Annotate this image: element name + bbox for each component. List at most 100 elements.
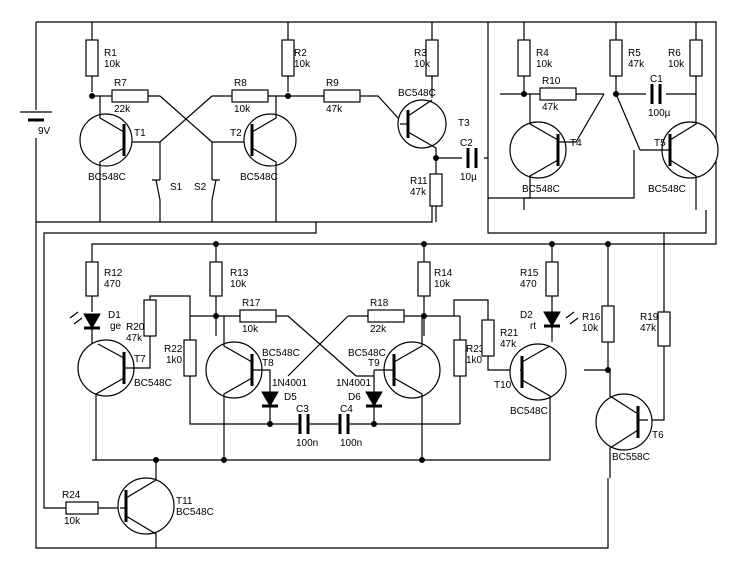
t5-name: T5 bbox=[654, 138, 666, 149]
transistor-t10 bbox=[509, 343, 567, 401]
r1-value: 10k bbox=[104, 59, 121, 70]
t4-name: T4 bbox=[570, 138, 582, 149]
transistor-t3 bbox=[397, 99, 447, 149]
r13-name: R13 bbox=[230, 268, 249, 279]
r20-name: R20 bbox=[126, 322, 145, 333]
t1-type: BC548C bbox=[88, 172, 126, 183]
resistor-r18 bbox=[367, 309, 405, 323]
d1-color: ge bbox=[110, 321, 122, 332]
resistor-r8 bbox=[231, 89, 269, 103]
resistor-r22 bbox=[183, 339, 197, 377]
t2-name: T2 bbox=[230, 128, 242, 139]
r19-value: 47k bbox=[640, 323, 657, 334]
r6-value: 10k bbox=[668, 59, 685, 70]
r9-name: R9 bbox=[326, 78, 339, 89]
c1-name: C1 bbox=[650, 74, 663, 85]
t11-type: BC548C bbox=[176, 507, 214, 518]
resistor-r23 bbox=[453, 339, 467, 377]
r12-value: 470 bbox=[104, 279, 121, 290]
r22-name: R22 bbox=[164, 344, 183, 355]
c3-name: C3 bbox=[296, 404, 309, 415]
r4-value: 10k bbox=[536, 59, 553, 70]
t7-name: T7 bbox=[134, 354, 146, 365]
r4-name: R4 bbox=[536, 48, 549, 59]
resistor-r13 bbox=[209, 261, 223, 297]
resistor-r5 bbox=[609, 39, 623, 77]
t8-type: BC548C bbox=[262, 348, 300, 359]
c4-name: C4 bbox=[340, 404, 353, 415]
r16-name: R16 bbox=[582, 312, 601, 323]
d6-type: 1N4001 bbox=[336, 378, 371, 389]
t1-name: T1 bbox=[134, 128, 146, 139]
resistor-r16 bbox=[601, 305, 615, 343]
r3-value: 10k bbox=[414, 59, 431, 70]
d5-type: 1N4001 bbox=[272, 378, 307, 389]
r19-name: R19 bbox=[640, 312, 659, 323]
transistor-t1 bbox=[79, 113, 133, 167]
t11-name: T11 bbox=[176, 496, 193, 507]
r24-name: R24 bbox=[62, 490, 81, 501]
t7-type: BC548C bbox=[134, 378, 172, 389]
r10-name: R10 bbox=[542, 76, 561, 87]
r9-value: 47k bbox=[326, 104, 343, 115]
stage-driver: R16 10k R19 47k T6 BC558C R24 10k T11 BC… bbox=[62, 233, 671, 548]
r11-value: 47k bbox=[410, 187, 427, 198]
d6-name: D6 bbox=[348, 392, 361, 403]
c1-value: 100µ bbox=[648, 108, 671, 119]
r23-value: 1k0 bbox=[466, 355, 483, 366]
d2-name: D2 bbox=[520, 310, 533, 321]
t6-name: T6 bbox=[652, 430, 664, 441]
resistor-r24 bbox=[65, 501, 99, 515]
resistor-r6 bbox=[689, 39, 703, 77]
battery-symbol: 9V bbox=[20, 111, 52, 137]
t8-name: T8 bbox=[262, 358, 274, 369]
led-d2 bbox=[543, 311, 561, 328]
r11-name: R11 bbox=[410, 176, 428, 187]
d1-name: D1 bbox=[108, 310, 121, 321]
r21-value: 47k bbox=[500, 339, 517, 350]
r15-name: R15 bbox=[520, 268, 539, 279]
stage-flipflop: R1 10k R2 10k R7 22k R8 10k T1 BC548C T2… bbox=[79, 22, 311, 222]
stage-leds: R12 470 D1 ge T7 BC548C R20 47k R22 1k0 … bbox=[69, 244, 579, 461]
resistor-r19 bbox=[657, 311, 671, 347]
t10-type: BC548C bbox=[510, 406, 548, 417]
r2-name: R2 bbox=[294, 48, 307, 59]
stage-buffer: R9 47k R3 10k BC548C T3 C2 10µ R11 47k bbox=[288, 22, 488, 222]
r21-name: R21 bbox=[500, 328, 519, 339]
resistor-r2 bbox=[281, 39, 295, 77]
d2-color: rt bbox=[530, 321, 536, 332]
r14-value: 10k bbox=[434, 279, 451, 290]
t10-name: T10 bbox=[494, 380, 512, 391]
r8-name: R8 bbox=[234, 78, 247, 89]
r2-value: 10k bbox=[294, 59, 311, 70]
resistor-r12 bbox=[85, 261, 99, 297]
c4-value: 100n bbox=[340, 438, 362, 449]
resistor-r3 bbox=[425, 39, 439, 77]
r7-name: R7 bbox=[114, 78, 127, 89]
resistor-r17 bbox=[239, 309, 277, 323]
t2-type: BC548C bbox=[240, 172, 278, 183]
r17-name: R17 bbox=[242, 298, 261, 309]
d5-name: D5 bbox=[284, 392, 297, 403]
t4-type: BC548C bbox=[522, 184, 560, 195]
resistor-r21 bbox=[481, 319, 495, 357]
resistor-r20 bbox=[143, 299, 157, 337]
resistor-r7 bbox=[111, 89, 149, 103]
r13-value: 10k bbox=[230, 279, 247, 290]
resistor-r9 bbox=[323, 89, 361, 103]
diode-d5 bbox=[261, 391, 279, 408]
r22-value: 1k0 bbox=[166, 355, 183, 366]
r7-value: 22k bbox=[114, 104, 131, 115]
c2-value: 10µ bbox=[460, 172, 477, 183]
r20-value: 47k bbox=[126, 333, 143, 344]
r6-name: R6 bbox=[668, 48, 681, 59]
supply-wires bbox=[35, 21, 717, 549]
resistor-r15 bbox=[545, 261, 559, 297]
r14-name: R14 bbox=[434, 268, 453, 279]
resistor-r11 bbox=[429, 173, 443, 207]
resistor-r4 bbox=[517, 39, 531, 77]
c2-name: C2 bbox=[460, 138, 473, 149]
t3-name: T3 bbox=[458, 118, 470, 129]
